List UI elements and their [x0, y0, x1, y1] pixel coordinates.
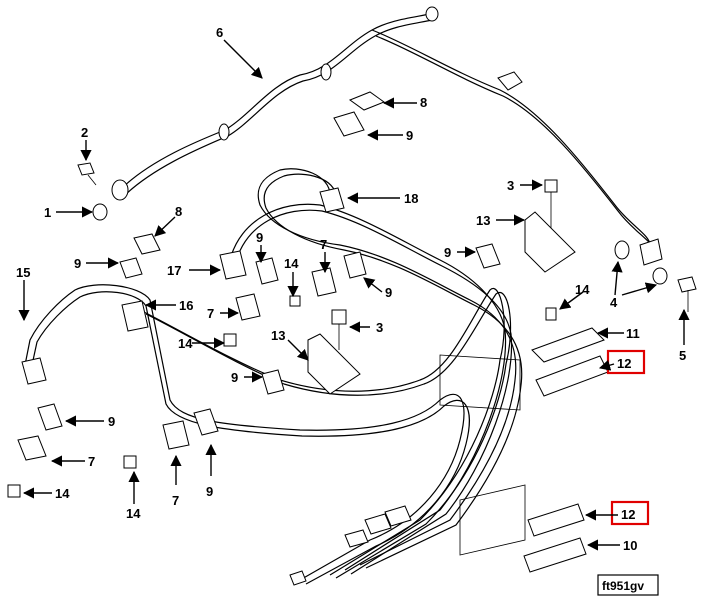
callout-9c: 9 — [256, 230, 263, 245]
callout-7b: 7 — [207, 306, 214, 321]
callout-4: 4 — [610, 295, 618, 310]
callout-7c: 7 — [88, 454, 95, 469]
callouts: 6 8 9 2 18 1 8 3 13 9 9 15 9 — [16, 25, 690, 553]
figure-id: ft951gv — [602, 579, 644, 593]
leader-8b — [154, 216, 176, 237]
callout-8b: 8 — [175, 204, 182, 219]
callout-14e: 14 — [55, 486, 70, 501]
callout-13a: 13 — [476, 213, 490, 228]
callout-18: 18 — [404, 191, 418, 206]
callout-1: 1 — [44, 205, 51, 220]
callout-16: 16 — [179, 298, 193, 313]
callout-9f: 9 — [108, 414, 115, 429]
callout-12b: 12 — [621, 507, 635, 522]
highlight-box-12b — [610, 500, 650, 526]
callout-9d: 9 — [74, 256, 81, 271]
callout-9b: 9 — [444, 245, 451, 260]
leader-13b — [287, 339, 309, 361]
callout-5: 5 — [679, 348, 686, 363]
callout-9a: 9 — [406, 128, 413, 143]
callout-14b: 14 — [178, 336, 193, 351]
leader-14c — [559, 291, 584, 310]
callout-6: 6 — [216, 25, 223, 40]
leader-12a — [598, 359, 615, 371]
leader-4a — [611, 260, 623, 296]
callout-8a: 8 — [420, 95, 427, 110]
callout-14c: 14 — [575, 282, 590, 297]
callout-13b: 13 — [271, 328, 285, 343]
callout-14a: 14 — [284, 256, 299, 271]
figure-id-badge: ft951gv — [597, 574, 659, 596]
callout-15: 15 — [16, 265, 30, 280]
leader-6 — [223, 39, 263, 79]
hardware-parts-drawing — [7, 91, 697, 573]
callout-9d2: 9 — [385, 285, 392, 300]
callout-11: 11 — [626, 326, 640, 341]
callout-2: 2 — [81, 125, 88, 140]
leader-4b — [621, 282, 658, 296]
fuel-lines-drawing — [21, 6, 663, 586]
callout-9g: 9 — [206, 484, 213, 499]
callout-17: 17 — [167, 263, 181, 278]
callout-12a: 12 — [617, 356, 631, 371]
callout-3a: 3 — [507, 178, 514, 193]
callout-7d: 7 — [172, 493, 179, 508]
callout-3b: 3 — [376, 320, 383, 335]
callout-9e: 9 — [231, 370, 238, 385]
callout-14d: 14 — [126, 506, 141, 521]
leader-9d2 — [363, 277, 383, 293]
callout-10: 10 — [623, 538, 637, 553]
callout-7a: 7 — [320, 237, 327, 252]
